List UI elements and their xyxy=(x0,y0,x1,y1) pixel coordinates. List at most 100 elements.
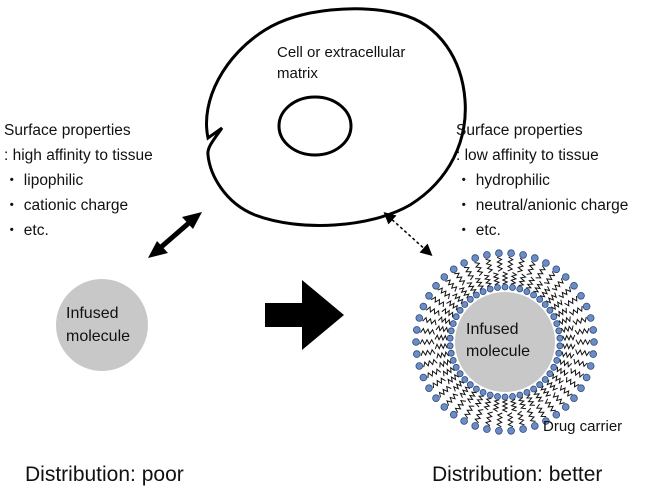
lipid-tail-inner xyxy=(483,397,492,411)
lipid-tail-outer xyxy=(526,260,536,275)
lipid-head-inner xyxy=(541,301,549,308)
lipid-tail-outer xyxy=(454,399,466,413)
lipid-head-inner xyxy=(536,381,544,389)
drug-carrier xyxy=(412,249,598,435)
lipid-tail-outer xyxy=(454,272,466,286)
lipid-tail-outer xyxy=(485,258,494,274)
left-heading: Surface properties xyxy=(4,122,131,139)
lipid-head-inner xyxy=(447,327,455,335)
lipid-tail-outer xyxy=(506,256,514,272)
lipid-tail-inner xyxy=(492,399,500,413)
lipid-tail-inner xyxy=(558,316,571,326)
lipid-tail-outer xyxy=(568,306,583,316)
lipid-tail-inner xyxy=(526,276,536,289)
lipid-head-outer xyxy=(471,422,480,430)
lipid-tail-inner xyxy=(436,350,450,359)
lipid-tail-outer xyxy=(430,296,445,308)
cell-label-line2: matrix xyxy=(277,65,318,82)
lipid-head-inner xyxy=(449,320,457,328)
lipid-head-inner xyxy=(466,381,474,389)
lipid-tail-inner xyxy=(510,271,518,285)
lipid-tail-outer xyxy=(420,327,435,335)
lipid-head-inner xyxy=(479,288,487,296)
lipid-tail-outer xyxy=(425,305,440,316)
lipid-tail-outer xyxy=(558,286,572,299)
lipid-head-outer xyxy=(589,350,597,358)
left-item-3: ・ etc. xyxy=(4,222,49,239)
lipid-tail-outer xyxy=(427,368,442,378)
distribution-poor: Distribution: poor xyxy=(25,463,184,486)
lipid-tail-outer xyxy=(535,265,546,279)
lipid-tail-inner xyxy=(539,286,551,298)
lipid-head-inner xyxy=(479,388,487,396)
right-affinity: : low affinity to tissue xyxy=(456,147,599,164)
cell-nucleus xyxy=(277,95,353,157)
lipid-tail-inner xyxy=(446,300,459,311)
lipid-head-outer xyxy=(495,249,503,258)
lipid-head-inner xyxy=(509,284,516,291)
lipid-head-outer xyxy=(432,281,440,290)
lipid-head-inner xyxy=(449,356,457,364)
infused-molecule-left xyxy=(56,279,148,371)
lipid-head-inner xyxy=(461,376,469,383)
lipid-tail-outer xyxy=(420,348,436,357)
right-item-2: ・ neutral/anionic charge xyxy=(456,197,629,214)
lipid-tail-inner xyxy=(475,278,485,291)
lipid-tail-inner xyxy=(545,292,558,304)
lipid-head-inner xyxy=(494,393,501,400)
lipid-head-inner xyxy=(486,391,494,399)
lipid-tail-outer xyxy=(544,271,556,285)
lipid-tail-outer xyxy=(575,349,590,357)
lipid-tail-inner xyxy=(533,390,544,402)
lipid-head-outer xyxy=(590,338,598,346)
lipid-head-outer xyxy=(561,273,570,281)
lipid-head-outer xyxy=(460,417,468,425)
left-molecule-line2: molecule xyxy=(66,328,131,345)
lipid-head-outer xyxy=(507,249,515,258)
lipid-tail-inner xyxy=(562,342,576,350)
lipid-head-inner xyxy=(536,295,544,303)
lipid-head-outer xyxy=(440,403,449,411)
lipid-tail-outer xyxy=(496,412,504,428)
left-affinity: : high affinity to tissue xyxy=(4,147,153,164)
lipid-head-inner xyxy=(494,284,501,291)
lipid-tail-outer xyxy=(565,376,580,388)
lipid-tail-outer xyxy=(575,338,591,346)
lipid-tail-outer xyxy=(474,262,484,277)
lipid-tail-inner xyxy=(501,399,509,413)
lipid-head-outer xyxy=(440,273,449,281)
lipid-tail-outer xyxy=(506,412,514,428)
lipid-tail-outer xyxy=(438,385,452,398)
lipid-tail-inner xyxy=(525,393,535,406)
cell-label-line1: Cell or extracellular xyxy=(277,44,406,61)
lipid-head-inner xyxy=(550,313,558,321)
lipid-head-outer xyxy=(586,314,595,322)
lipid-head-outer xyxy=(507,426,515,435)
left-properties-list: Surface properties : high affinity to ti… xyxy=(4,118,153,243)
lipid-head-inner xyxy=(501,283,509,291)
lipid-tail-outer xyxy=(464,405,475,419)
lipid-head-outer xyxy=(530,422,539,430)
lipid-tail-inner xyxy=(437,316,451,325)
lipid-head-outer xyxy=(495,426,503,435)
lipid-head-inner xyxy=(556,334,564,342)
lipid-head-inner xyxy=(516,285,524,293)
lipid-head-outer xyxy=(570,281,578,290)
strong-interaction-arrow xyxy=(148,212,202,258)
lipid-head-outer xyxy=(582,373,591,382)
lipid-head-outer xyxy=(449,410,458,419)
distribution-better: Distribution: better xyxy=(432,463,603,486)
lipid-head-outer xyxy=(419,302,428,311)
lipid-head-inner xyxy=(446,334,454,342)
lipid-tail-inner xyxy=(518,273,527,287)
lipid-tail-inner xyxy=(439,358,452,368)
lipid-tail-inner xyxy=(517,396,527,410)
lipid-head-outer xyxy=(412,326,421,334)
lipid-tail-inner xyxy=(458,287,470,299)
lipid-head-inner xyxy=(523,288,531,296)
lipid-head-inner xyxy=(556,342,564,350)
lipid-head-outer xyxy=(577,384,585,393)
lipid-tail-inner xyxy=(555,307,567,318)
lipid-tail-inner xyxy=(492,272,501,286)
